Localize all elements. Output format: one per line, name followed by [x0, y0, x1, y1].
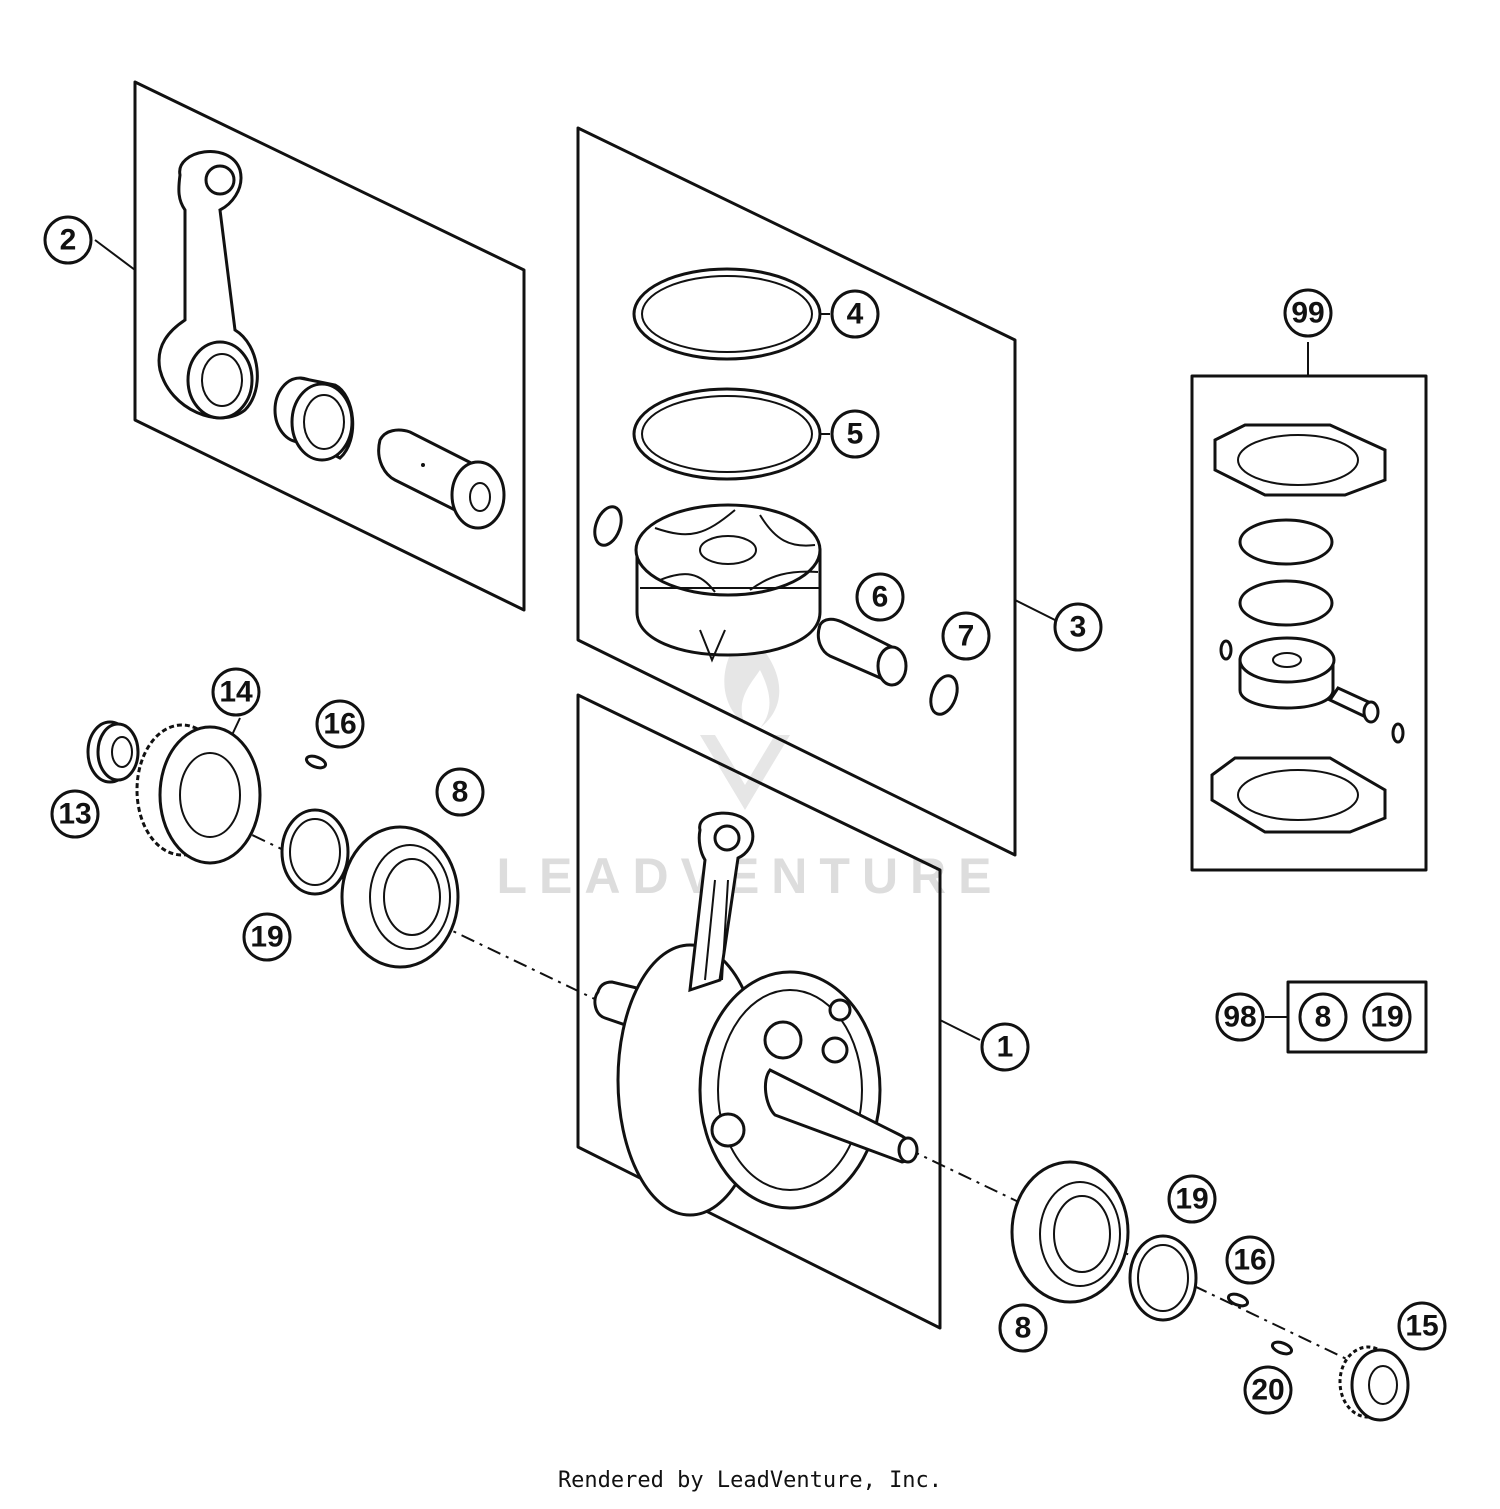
callout-8-kit[interactable]: 8 — [1298, 992, 1348, 1042]
callout-19-kit[interactable]: 19 — [1362, 992, 1412, 1042]
callout-8-left[interactable]: 8 — [435, 767, 485, 817]
callout-6[interactable]: 6 — [855, 572, 905, 622]
callout-16-right[interactable]: 16 — [1225, 1235, 1275, 1285]
callout-19-left[interactable]: 19 — [242, 912, 292, 962]
svg-text:13: 13 — [58, 798, 91, 831]
svg-text:3: 3 — [1070, 611, 1087, 644]
svg-text:20: 20 — [1251, 1374, 1284, 1407]
watermark-text: LEADVENTURE — [496, 848, 1003, 904]
svg-text:8: 8 — [1315, 1001, 1332, 1034]
callout-4[interactable]: 4 — [830, 289, 880, 339]
callout-5[interactable]: 5 — [830, 409, 880, 459]
callout-20[interactable]: 20 — [1243, 1365, 1293, 1415]
svg-text:19: 19 — [1370, 1001, 1403, 1034]
callout-1[interactable]: 1 — [980, 1022, 1030, 1072]
footer-credit: Rendered by LeadVenture, Inc. — [557, 1468, 943, 1493]
svg-text:99: 99 — [1291, 297, 1324, 330]
callout-7[interactable]: 7 — [941, 611, 991, 661]
callout-19-right[interactable]: 19 — [1167, 1174, 1217, 1224]
svg-text:2: 2 — [60, 224, 77, 257]
svg-text:19: 19 — [1175, 1183, 1208, 1216]
left-side-parts — [86, 720, 460, 969]
svg-text:7: 7 — [958, 620, 975, 653]
svg-text:6: 6 — [872, 581, 889, 614]
callout-2[interactable]: 2 — [43, 215, 93, 265]
svg-text:4: 4 — [847, 298, 864, 331]
callout-14[interactable]: 14 — [211, 667, 261, 717]
bearing-kit-98 — [1265, 980, 1428, 1054]
callout-8-right[interactable]: 8 — [998, 1303, 1048, 1353]
svg-text:98: 98 — [1223, 1001, 1256, 1034]
leader-lines — [231, 313, 830, 736]
svg-text:8: 8 — [1015, 1312, 1032, 1345]
svg-text:16: 16 — [323, 708, 356, 741]
gasket-kit-99 — [1190, 342, 1428, 872]
svg-text:14: 14 — [219, 676, 253, 709]
callout-98[interactable]: 98 — [1215, 992, 1265, 1042]
svg-text:19: 19 — [250, 921, 283, 954]
callout-3[interactable]: 3 — [1053, 602, 1103, 652]
callout-16-left[interactable]: 16 — [315, 699, 365, 749]
connecting-rod-kit-panel — [94, 80, 526, 612]
callout-13[interactable]: 13 — [50, 789, 100, 839]
piston-kit-panel — [576, 126, 1056, 857]
svg-text:15: 15 — [1405, 1310, 1438, 1343]
crankshaft-panel — [199, 693, 1381, 1376]
callout-15[interactable]: 15 — [1397, 1301, 1447, 1351]
svg-text:5: 5 — [847, 418, 864, 451]
right-side-parts — [1010, 1160, 1410, 1422]
svg-text:1: 1 — [997, 1031, 1014, 1064]
callout-99[interactable]: 99 — [1283, 288, 1333, 338]
svg-text:16: 16 — [1233, 1244, 1266, 1277]
svg-text:8: 8 — [452, 776, 469, 809]
